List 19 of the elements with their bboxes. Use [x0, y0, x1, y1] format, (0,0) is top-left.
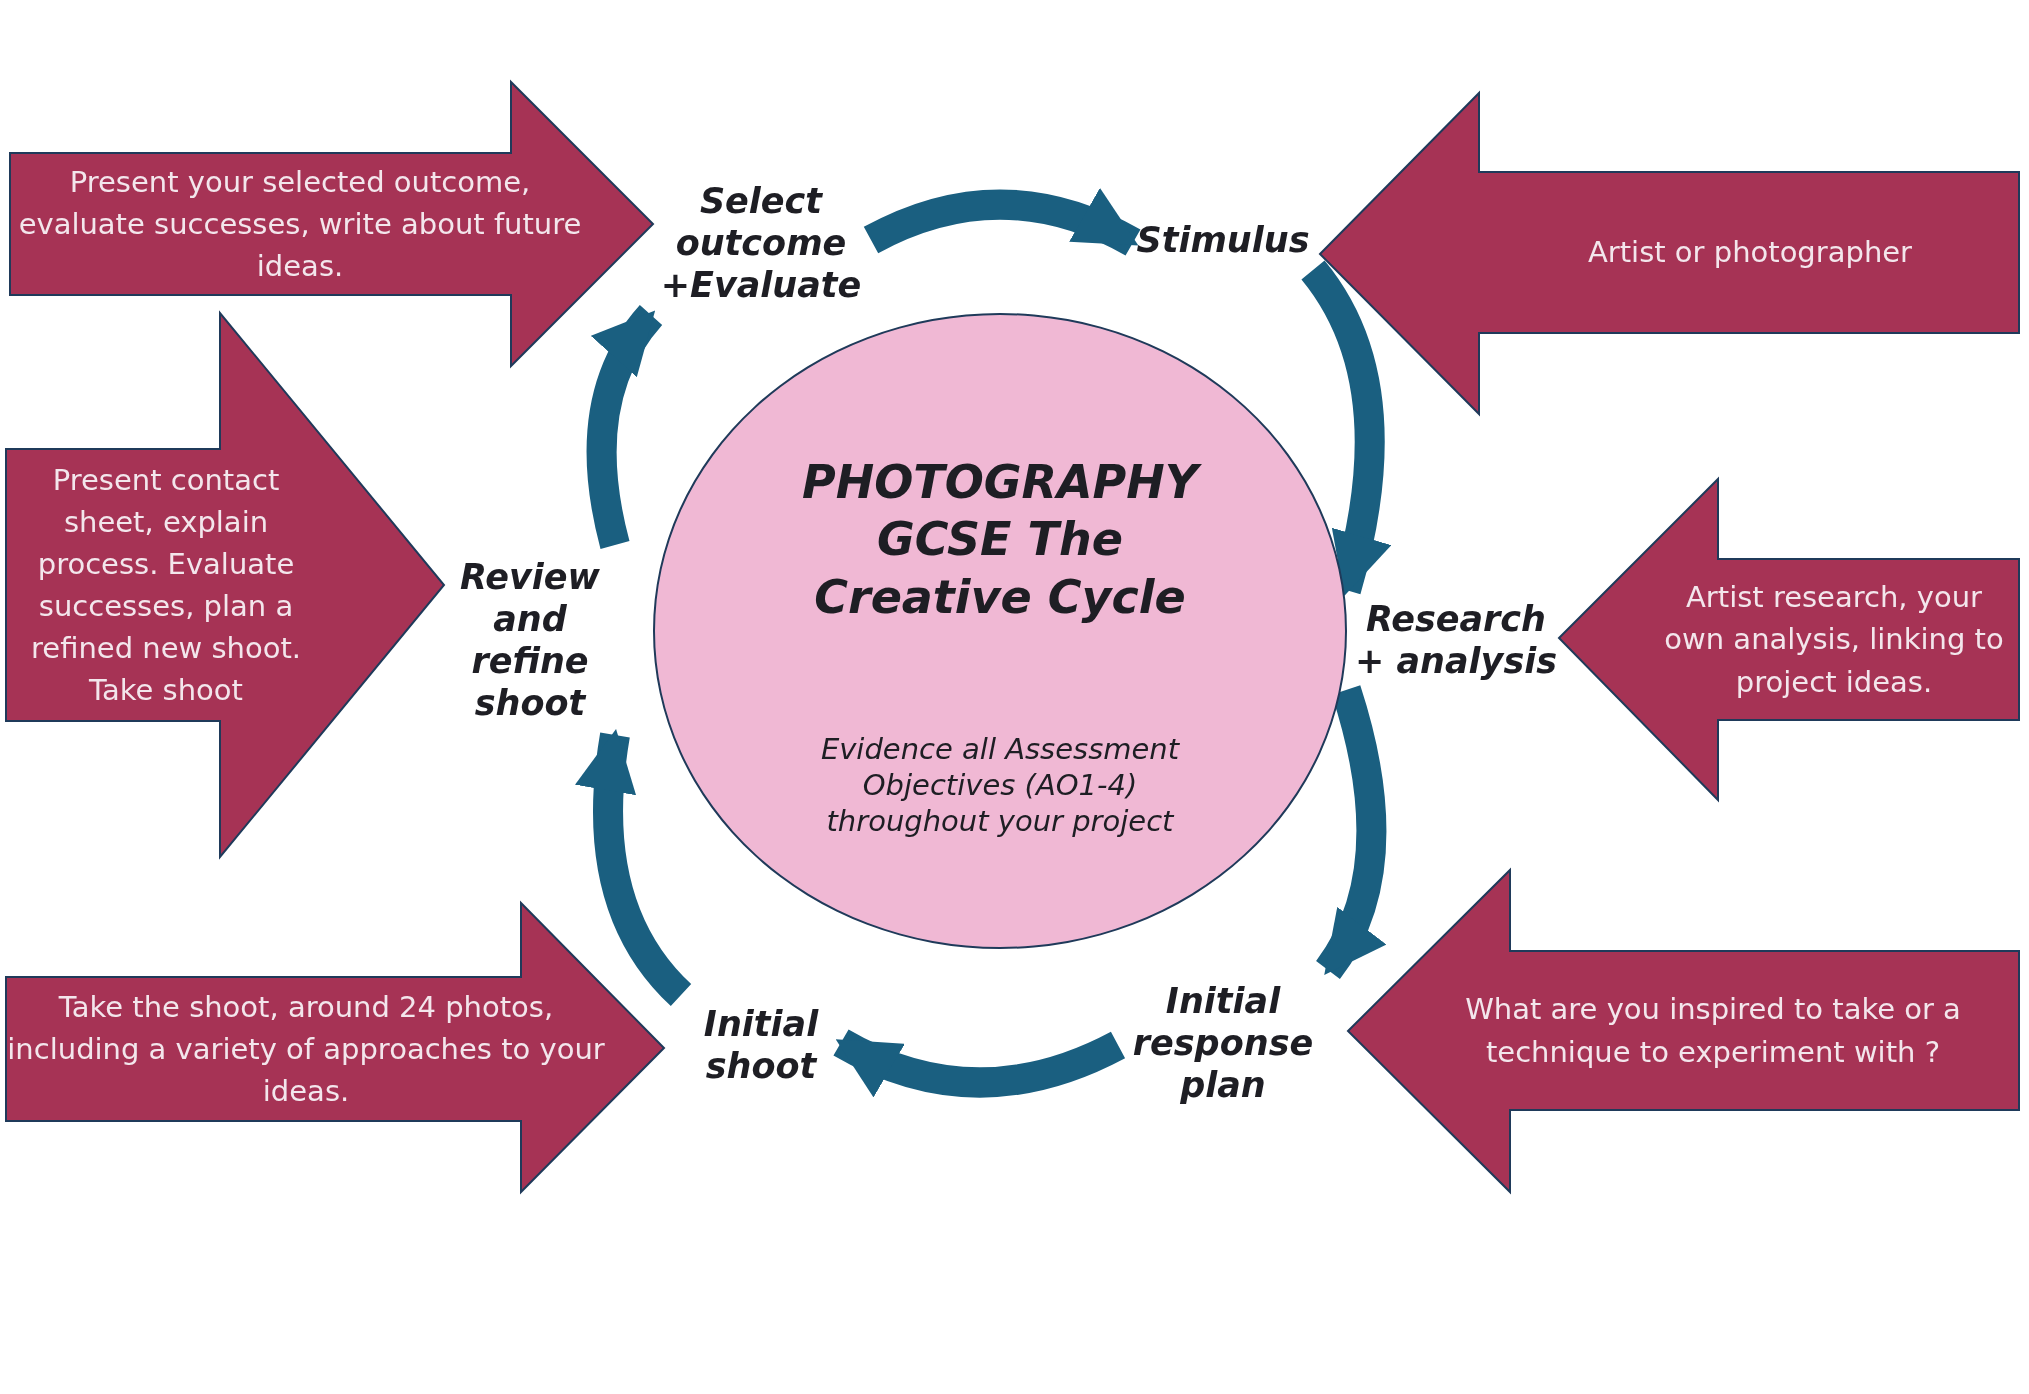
cycle-arrow	[1300, 261, 1391, 596]
cycle-arrow	[864, 189, 1140, 256]
cycle-arrow	[1315, 685, 1387, 979]
body-text: Evidence all Assessment Objectives (AO1-4) throughout your project	[819, 730, 1181, 840]
stage-label: Review and refine shoot	[459, 556, 601, 724]
stage-label: Stimulus	[1136, 219, 1310, 261]
arrow-text: Present contact sheet, explain process. Evaluate successes, plan a refined new shoot. Take shoot	[30, 461, 302, 710]
cycle-arrow	[586, 305, 663, 549]
stage-label: Initial shoot	[702, 1003, 820, 1087]
stage-label: Initial response plan	[1131, 979, 1315, 1106]
arrow-text: Artist or photographer	[1587, 234, 1913, 272]
arrow-text: Present your selected outcome, evaluate successes, write about future ideas.	[17, 163, 583, 285]
arrow-text: What are you inspired to take or a technique to experiment with ?	[1464, 991, 1962, 1071]
arrow-text: Artist research, your own analysis, linking to project ideas.	[1663, 579, 2005, 701]
stage-label: Research + analysis	[1353, 598, 1559, 682]
stage-label: Select outcome +Evaluate	[659, 179, 863, 306]
arrow-text: Take the shoot, around 24 photos, including a variety of approaches to your ideas.	[6, 988, 606, 1110]
cycle-arrow	[576, 728, 692, 1006]
cycle-arrow	[833, 1029, 1125, 1098]
